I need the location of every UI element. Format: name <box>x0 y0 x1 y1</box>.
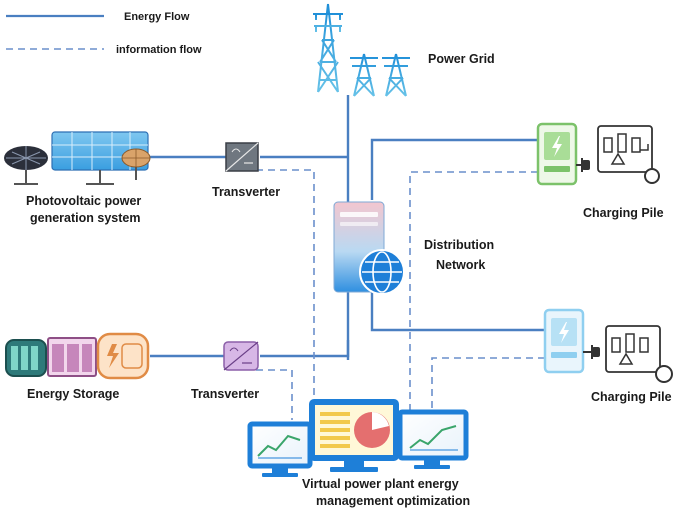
solar-panel-icon <box>4 131 151 185</box>
info-transverter-bottom <box>256 369 293 420</box>
legend-energy-flow-label: Energy Flow <box>124 11 190 23</box>
dist-to-charger-top <box>370 138 538 200</box>
photovoltaic-label-line1: Photovoltaic power <box>26 194 142 208</box>
vpp-monitor-center <box>309 399 399 472</box>
power-grid-label: Power Grid <box>428 52 495 66</box>
vpp-label-line1: Virtual power plant energy <box>302 477 459 491</box>
information-flow-lines <box>256 169 545 420</box>
charging-pile-top-label: Charging Pile <box>583 206 664 220</box>
vpp-monitor-left <box>247 421 313 477</box>
distribution-network-icon <box>333 201 405 295</box>
distribution-label-line2: Network <box>436 258 486 272</box>
charging-pile-bottom-label: Charging Pile <box>591 390 672 404</box>
energy-storage-label: Energy Storage <box>27 387 120 401</box>
transverter-bottom-label: Transverter <box>191 387 260 401</box>
charging-pile-top-icon <box>536 122 660 186</box>
vpp-label-line2: management optimization <box>316 494 471 508</box>
transverter-bottom-icon <box>223 341 259 371</box>
power-grid-icon <box>313 3 410 97</box>
photovoltaic-label-line2: generation system <box>30 211 141 225</box>
energy-storage-icon <box>5 332 150 380</box>
distribution-label-line1: Distribution <box>424 238 495 252</box>
transverter-top-label: Transverter <box>212 185 281 199</box>
legend-information-flow-label: information flow <box>116 44 202 56</box>
info-charger-top <box>409 171 538 410</box>
dist-to-charger-bottom <box>370 290 545 332</box>
legend <box>6 14 104 50</box>
transverter-top-icon <box>225 142 259 172</box>
info-charger-bottom <box>431 357 545 412</box>
transverter-bottom-to-bus <box>260 340 350 358</box>
vpp-monitor-right <box>397 409 469 469</box>
charging-pile-bottom-icon <box>543 308 673 383</box>
info-transverter-top <box>256 169 315 412</box>
